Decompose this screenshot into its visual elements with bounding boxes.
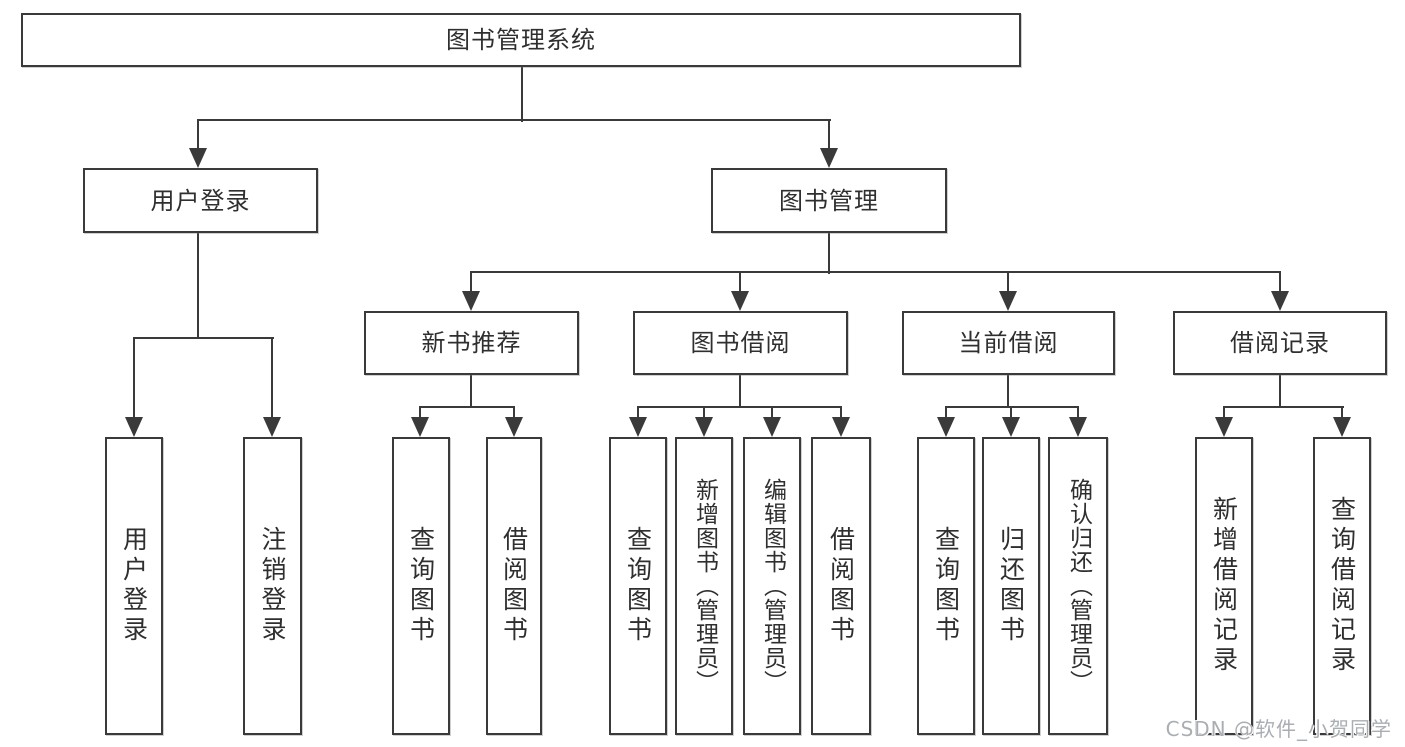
arrowhead-down-icon (125, 417, 143, 437)
connector-line (637, 406, 842, 408)
leaf-logout: 注销登录 (243, 437, 302, 735)
connector-line (197, 119, 199, 150)
node-book-management: 图书管理 (711, 168, 947, 233)
connector-line (470, 271, 472, 293)
arrowhead-down-icon (999, 291, 1017, 311)
connector-line (1077, 406, 1079, 419)
leaf-query-borrow-record: 查询借阅记录 (1313, 437, 1371, 735)
connector-line (739, 271, 741, 293)
arrowhead-down-icon (937, 417, 955, 437)
connector-line (828, 233, 830, 274)
connector-line (945, 406, 947, 419)
csdn-watermark: CSDN @软件_小贺同学 (1165, 717, 1392, 741)
arrowhead-down-icon (820, 148, 838, 168)
connector-line (513, 406, 515, 419)
connector-line (470, 271, 1281, 273)
connector-line (1007, 271, 1009, 293)
arrowhead-down-icon (1069, 417, 1087, 437)
leaf-add-books-admin: 新增图书（管理员） (675, 437, 733, 735)
connector-line (271, 337, 273, 419)
leaf-edit-books-admin: 编辑图书（管理员） (743, 437, 801, 735)
connector-line (419, 406, 515, 408)
arrowhead-down-icon (189, 148, 207, 168)
connector-line (739, 375, 741, 408)
connector-line (1341, 406, 1343, 419)
connector-line (1279, 271, 1281, 293)
arrowhead-down-icon (411, 417, 429, 437)
node-book-borrow: 图书借阅 (633, 311, 848, 375)
connector-line (840, 406, 842, 419)
leaf-query-books-recommend: 查询图书 (392, 437, 450, 735)
connector-line (521, 67, 523, 122)
leaf-borrow-books: 借阅图书 (811, 437, 871, 735)
leaf-return-books: 归还图书 (982, 437, 1040, 735)
leaf-user-login: 用户登录 (105, 437, 163, 735)
arrowhead-down-icon (462, 291, 480, 311)
arrowhead-down-icon (505, 417, 523, 437)
connector-line (133, 337, 274, 339)
connector-line (1010, 406, 1012, 419)
connector-line (703, 406, 705, 419)
leaf-borrow-books-recommend: 借阅图书 (486, 437, 542, 735)
connector-line (197, 233, 199, 339)
node-user-login: 用户登录 (83, 168, 318, 233)
arrowhead-down-icon (629, 417, 647, 437)
arrowhead-down-icon (1271, 291, 1289, 311)
connector-line (470, 375, 472, 408)
arrowhead-down-icon (1215, 417, 1233, 437)
connector-line (828, 119, 830, 150)
connector-line (771, 406, 773, 419)
node-current-borrow: 当前借阅 (902, 311, 1115, 375)
leaf-confirm-return-admin: 确认归还（管理员） (1048, 437, 1108, 735)
arrowhead-down-icon (832, 417, 850, 437)
connector-line (133, 337, 135, 419)
node-new-book-recommend: 新书推荐 (364, 311, 579, 375)
connector-line (419, 406, 421, 419)
leaf-query-books-borrow: 查询图书 (609, 437, 667, 735)
connector-line (1223, 406, 1344, 408)
arrowhead-down-icon (263, 417, 281, 437)
leaf-query-books-current: 查询图书 (917, 437, 975, 735)
connector-line (1279, 375, 1281, 408)
arrowhead-down-icon (731, 291, 749, 311)
connector-line (637, 406, 639, 419)
arrowhead-down-icon (695, 417, 713, 437)
arrowhead-down-icon (1333, 417, 1351, 437)
connector-line (1223, 406, 1225, 419)
node-borrow-records: 借阅记录 (1173, 311, 1387, 375)
connector-line (197, 119, 831, 121)
arrowhead-down-icon (1002, 417, 1020, 437)
connector-line (1007, 375, 1009, 408)
node-root-system: 图书管理系统 (21, 13, 1021, 67)
leaf-add-borrow-record: 新增借阅记录 (1195, 437, 1253, 735)
connector-line (945, 406, 1079, 408)
arrowhead-down-icon (763, 417, 781, 437)
